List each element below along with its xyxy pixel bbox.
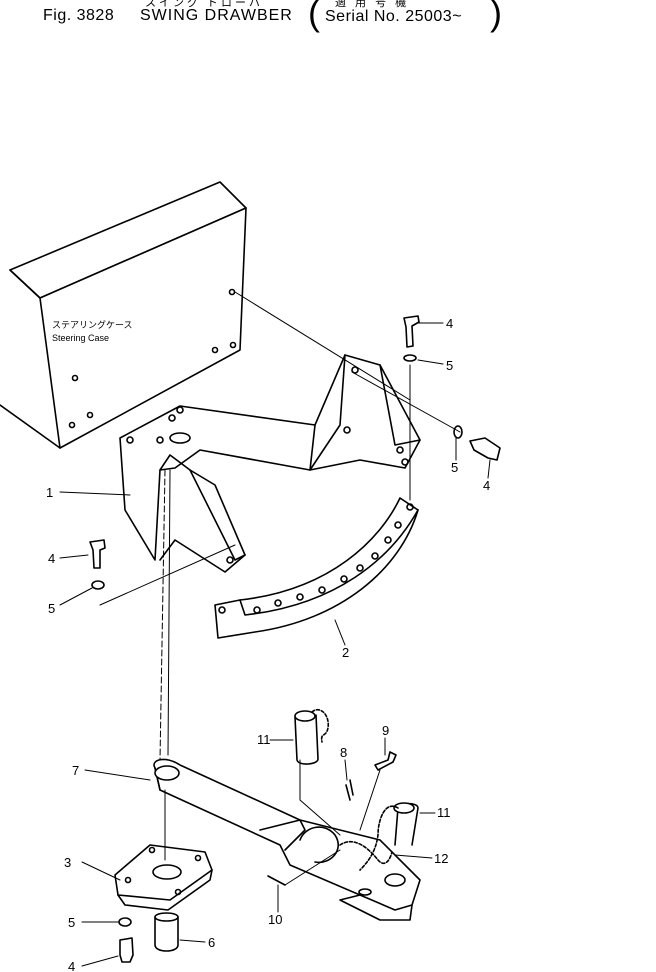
callout-2: 2: [342, 645, 349, 660]
callout-3: 3: [64, 855, 71, 870]
assembly-guide-lines: [99, 291, 461, 886]
callout-9: 9: [382, 723, 389, 738]
callout-4-left: 4: [48, 551, 55, 566]
callout-5-top: 5: [446, 358, 453, 373]
callout-12: 12: [434, 851, 448, 866]
washer-left-part-5: [91, 580, 105, 590]
japanese-serial-label: 適 用 号 機: [335, 0, 410, 9]
case-label-jp: ステアリングケース: [52, 319, 133, 330]
callout-1: 1: [46, 485, 53, 500]
open-paren: (: [308, 0, 320, 33]
chain-part-12: [339, 840, 393, 865]
drawbar-part-7: [153, 758, 421, 921]
cotter-pin-part-8: [345, 779, 354, 801]
bolt-part-9: [374, 751, 397, 771]
callout-leader-lines: [59, 322, 491, 967]
bolt-top-part-4: [403, 315, 420, 348]
serial-range: Serial No. 25003~: [325, 8, 463, 25]
callout-7: 7: [72, 763, 79, 778]
callout-11-left: 11: [257, 732, 271, 747]
callout-5-bottom: 5: [68, 915, 75, 930]
callout-4-bottom: 4: [68, 959, 75, 972]
callout-4-top: 4: [446, 316, 453, 331]
callout-8: 8: [340, 745, 347, 760]
bolt-left-part-4: [89, 539, 106, 569]
bolt-right-part-4: [469, 437, 501, 461]
callout-5-right: 5: [451, 460, 458, 475]
bracket-part-1: [119, 354, 421, 573]
callout-5-left: 5: [48, 601, 55, 616]
callout-numbers: 1 2 3 4 4 4 4 5 5 5 5 6 7 8 9 10 11 11 1…: [46, 316, 490, 972]
japanese-title: スイング ドローバ: [145, 0, 263, 9]
figure-title: SWING DRAWBER: [140, 7, 293, 24]
steering-case: ステアリングケース Steering Case: [0, 181, 247, 449]
bolt-bottom-part-4: [119, 937, 134, 963]
callout-4-right: 4: [483, 478, 490, 493]
washer-right-part-5: [453, 425, 463, 439]
figure-number: Fig. 3828: [43, 7, 115, 24]
callout-6: 6: [208, 935, 215, 950]
washer-top-part-5: [403, 354, 417, 362]
pin-part-10: [267, 875, 286, 886]
base-plate-part-3: [114, 844, 213, 911]
close-paren: ): [490, 0, 502, 33]
case-label-en: Steering Case: [52, 333, 109, 343]
callout-11-right: 11: [437, 805, 451, 820]
pin-with-chain-part-11: [294, 708, 419, 871]
callout-10: 10: [268, 912, 282, 927]
swing-arc-part-2: [214, 497, 419, 639]
pin-part-6: [154, 912, 179, 952]
figure-header: スイング ドローバ Fig. 3828 SWING DRAWBER ( 適 用 …: [0, 0, 656, 40]
washer-bottom-part-5: [118, 917, 132, 927]
